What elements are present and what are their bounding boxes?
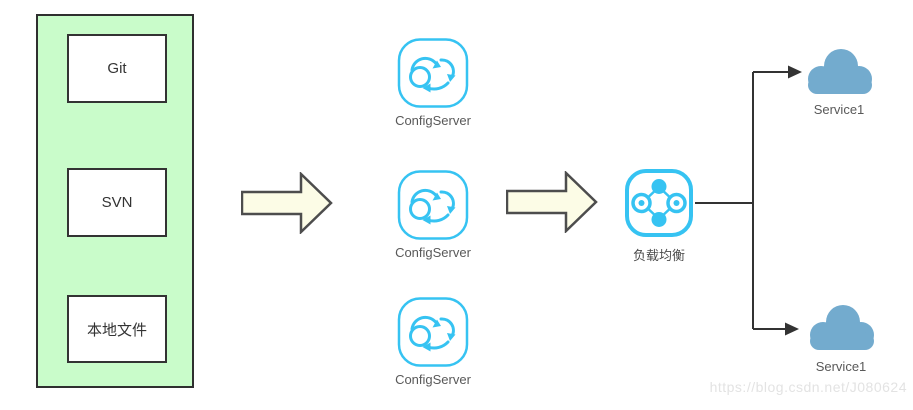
load-balancer-icon: [625, 169, 693, 237]
service-label: Service1: [813, 102, 865, 117]
block-arrow-right-icon: [241, 172, 333, 234]
service-label: Service1: [815, 359, 867, 374]
source-node-local-files: 本地文件: [67, 295, 167, 363]
config-server-label: ConfigServer: [395, 372, 471, 387]
arrowhead-icon: [788, 65, 802, 79]
watermark-text: https://blog.csdn.net/J080624: [709, 379, 907, 395]
config-server-label: ConfigServer: [395, 113, 471, 128]
config-server-icon: [397, 170, 469, 240]
service-cloud-icon: [808, 49, 872, 94]
block-arrow-right-icon: [506, 171, 598, 233]
config-server-icon: [397, 297, 469, 367]
config-server-icon: [397, 38, 469, 108]
source-node-label: SVN: [101, 194, 133, 211]
source-node-git: Git: [67, 34, 167, 103]
source-node-svn: SVN: [67, 168, 167, 237]
source-node-label: 本地文件: [86, 321, 147, 339]
source-node-label: Git: [107, 60, 127, 77]
load-balancer-label: 负载均衡: [632, 248, 685, 263]
arrowhead-icon: [785, 322, 799, 336]
config-server-label: ConfigServer: [395, 245, 471, 260]
service-cloud-icon: [810, 305, 874, 350]
config-sources-panel: Git SVN 本地文件: [36, 14, 194, 388]
